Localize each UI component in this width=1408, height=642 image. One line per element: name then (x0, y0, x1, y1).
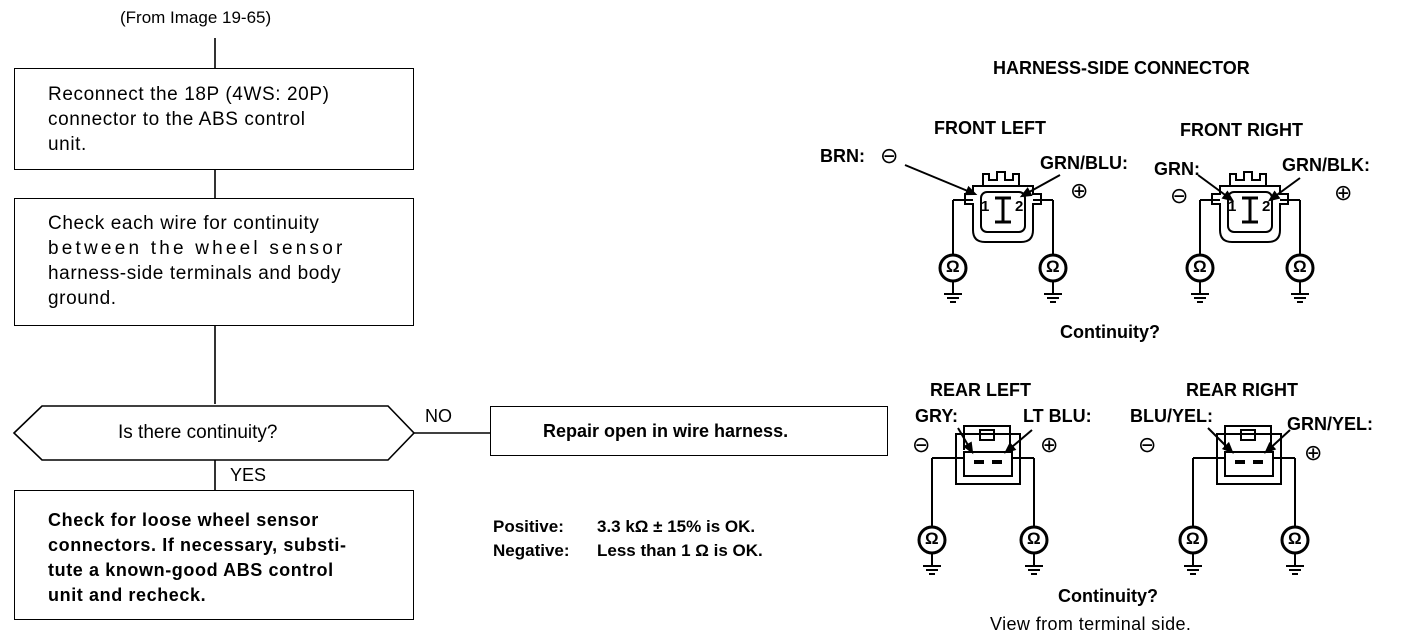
rear-left-wire-a: GRY: (915, 406, 958, 426)
front-left-key (995, 196, 1011, 224)
rear-right-wire-a: BLU/YEL: (1130, 406, 1213, 426)
step-check-line-1: Check each wire for continuity (48, 213, 320, 234)
rear-right-inner (1224, 451, 1274, 477)
rear-right-arrow-b-head (1264, 442, 1277, 454)
spec-positive-value: 3.3 kΩ ± 15% is OK. (597, 517, 756, 536)
front-right-right-ohm-icon: Ω (1293, 257, 1307, 276)
step-reconnect-line-2: connector to the ABS control (48, 109, 306, 130)
spec-negative-label: Negative: (493, 541, 570, 560)
front-left-latch (982, 171, 1020, 186)
step-check-line-4: ground. (48, 288, 117, 309)
result-box (14, 490, 414, 620)
result-line-1: Check for loose wheel sensor (48, 510, 319, 530)
rear-left-arrow-b-head (1004, 442, 1017, 454)
step-check-box (14, 198, 414, 326)
front-left-wire-a: BRN: (820, 146, 865, 166)
front-right-key (1242, 196, 1258, 224)
front-left-arrow-a (904, 164, 976, 195)
step-reconnect-line-1: Reconnect the 18P (4WS: 20P) (48, 84, 330, 105)
front-right-wire-b: GRN/BLK: (1282, 155, 1370, 175)
front-left-minus-icon: ⊖ (880, 143, 899, 168)
rear-left-right-ohm-icon: Ω (1027, 529, 1041, 548)
front-right-inner (1227, 191, 1273, 233)
decision-text: Is there continuity? (118, 422, 278, 443)
front-right-pin-1-label: 1 (1228, 198, 1237, 215)
step-check-line-2: between the wheel sensor (48, 238, 346, 259)
rear-right-wire-b: GRN/YEL: (1287, 414, 1374, 434)
front-left-pin-2-label: 2 (1015, 198, 1024, 215)
rear-left-wire-b: LT BLU: (1023, 406, 1092, 426)
front-right-arrow-b-head (1267, 190, 1281, 202)
rear-right-body (1216, 433, 1282, 485)
front-right-wire-a: GRN: (1154, 159, 1200, 179)
rear-right-title: REAR RIGHT (1186, 380, 1298, 400)
rear-left-left-ohm-icon: Ω (925, 529, 939, 548)
continuity-bottom: Continuity? (1058, 586, 1158, 606)
step-reconnect-text: Reconnect the 18P (4WS: 20P) connector t… (48, 82, 330, 157)
rear-left-arrow-a-head (962, 441, 974, 455)
repair-box (490, 406, 888, 456)
front-right-minus-icon: ⊖ (1170, 183, 1189, 208)
result-line-4: unit and recheck. (48, 585, 207, 605)
rear-left-latch (979, 429, 995, 441)
front-right-left-ohm-icon: Ω (1193, 257, 1207, 276)
yes-label: YES (230, 465, 267, 485)
front-left-pin-1-label: 1 (981, 198, 990, 215)
front-left-body (964, 185, 1042, 243)
rear-right-left-ohm-icon: Ω (1186, 529, 1200, 548)
from-note: (From Image 19-65) (120, 8, 272, 27)
spec-negative-value: Less than 1 Ω is OK. (597, 541, 763, 560)
no-label: NO (425, 406, 452, 426)
front-left-left-ohm-icon: Ω (946, 257, 960, 276)
rear-left-plus-icon: ⊕ (1040, 432, 1059, 457)
step-reconnect-line-3: unit. (48, 134, 87, 155)
rear-right-latch (1240, 429, 1256, 441)
front-right-body (1211, 185, 1289, 243)
spec-positive-label: Positive: (493, 517, 564, 536)
rear-right-minus-icon: ⊖ (1138, 432, 1157, 457)
rear-right-right-ohm-icon: Ω (1288, 529, 1302, 548)
repair-text: Repair open in wire harness. (543, 421, 789, 441)
front-left-plus-icon: ⊕ (1070, 178, 1089, 203)
front-right-plus-icon: ⊕ (1334, 180, 1353, 205)
result-text: Check for loose wheel sensor connectors.… (48, 508, 347, 608)
front-left-inner (980, 191, 1026, 233)
step-reconnect-box (14, 68, 414, 170)
front-left-wire-b: GRN/BLU: (1040, 153, 1128, 173)
front-left-title: FRONT LEFT (934, 118, 1046, 138)
result-line-3: tute a known-good ABS control (48, 560, 334, 580)
front-left-arrow-b-head (1019, 187, 1033, 198)
front-right-arrow-a-head (1221, 190, 1235, 202)
step-check-line-3: harness-side terminals and body (48, 263, 342, 284)
rear-left-title: REAR LEFT (930, 380, 1031, 400)
view-note: View from terminal side. (990, 614, 1192, 634)
rear-right-top (1224, 425, 1272, 450)
step-check-text: Check each wire for continuity between t… (48, 211, 346, 311)
rear-left-body (955, 433, 1021, 485)
front-right-pin-2-label: 2 (1262, 198, 1271, 215)
connector-heading: HARNESS-SIDE CONNECTOR (993, 58, 1250, 78)
rear-left-minus-icon: ⊖ (912, 432, 931, 457)
result-line-2: connectors. If necessary, substi- (48, 535, 347, 555)
front-left-right-ohm-icon: Ω (1046, 257, 1060, 276)
front-right-title: FRONT RIGHT (1180, 120, 1303, 140)
rear-right-arrow-a-head (1221, 441, 1234, 454)
front-left-arrow-a-head (964, 185, 978, 196)
rear-right-plus-icon: ⊕ (1304, 440, 1323, 465)
rear-left-inner (963, 451, 1013, 477)
front-right-latch (1229, 171, 1267, 186)
continuity-top: Continuity? (1060, 322, 1160, 342)
